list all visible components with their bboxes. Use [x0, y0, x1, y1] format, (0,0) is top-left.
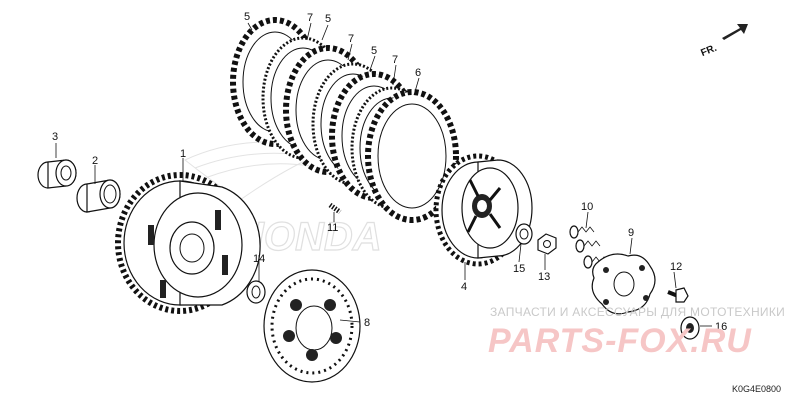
callout-5-second: 5 [325, 13, 331, 25]
callout-7-second: 7 [348, 33, 354, 45]
callout-5-third: 5 [371, 45, 377, 57]
callout-labels: 3 2 1 4 5 5 5 6 7 7 7 8 9 10 11 12 13 14… [52, 11, 727, 333]
callout-3: 3 [52, 131, 58, 143]
callout-8: 8 [364, 317, 370, 329]
clutch-disc-stack [230, 17, 459, 223]
callout-4: 4 [461, 281, 467, 293]
part-9-lifter-plate [591, 253, 656, 315]
site-watermark: ЗАПЧАСТИ И АКСЕССУАРЫ ДЛЯ МОТОТЕХНИКИ PA… [488, 305, 785, 360]
fr-label: FR. [699, 43, 718, 59]
part-16-bearing [680, 316, 700, 340]
part-13-nut [537, 233, 557, 255]
part-2-collar [76, 179, 121, 213]
callout-12: 12 [670, 261, 682, 273]
front-direction-arrow: FR. [699, 24, 748, 59]
callout-16: 16 [715, 321, 727, 333]
leader-lines [55, 22, 712, 327]
callout-10: 10 [581, 201, 593, 213]
callout-14: 14 [253, 253, 265, 265]
callout-15: 15 [513, 263, 525, 275]
callout-5-first: 5 [244, 11, 250, 23]
watermark-logo: PARTS-FOX.RU [488, 322, 752, 360]
part-4-clutch-center [433, 153, 533, 267]
callout-13: 13 [538, 271, 550, 283]
part-10-springs [569, 225, 609, 269]
callout-7-first: 7 [307, 12, 313, 24]
part-12-bolt [667, 287, 689, 303]
callout-11: 11 [327, 222, 338, 234]
callout-7-third: 7 [392, 54, 398, 66]
callout-6: 6 [415, 67, 421, 79]
part-15-washer [515, 223, 533, 245]
part-14-washer [246, 280, 266, 304]
part-1-clutch-outer [115, 172, 261, 314]
part-11-pin [328, 202, 342, 215]
part-8-pressure-plate [263, 269, 361, 383]
part-3-bearing [37, 159, 77, 189]
callout-1: 1 [180, 148, 186, 160]
diagram-code: K0G4E0800 [732, 384, 781, 394]
watermark-tagline: ЗАПЧАСТИ И АКСЕССУАРЫ ДЛЯ МОТОТЕХНИКИ [490, 305, 785, 319]
callout-2: 2 [92, 155, 98, 167]
callout-9: 9 [628, 227, 634, 239]
